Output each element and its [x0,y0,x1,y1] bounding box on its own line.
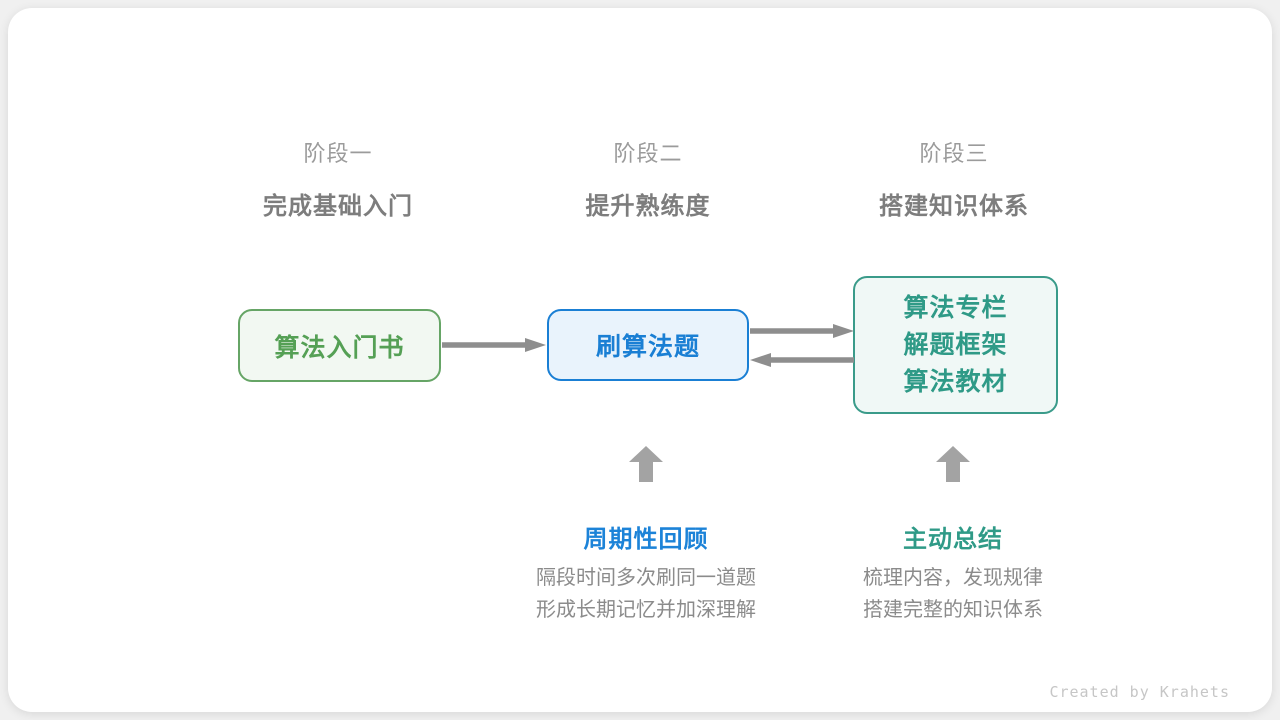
arrow-up-icon [629,446,663,482]
node-knowledge-resources: 算法专栏 解题框架 算法教材 [853,276,1058,414]
arrow-right-icon [750,324,854,338]
node-resources-line-2: 解题框架 [903,330,1008,359]
stage-2-subtitle: 提升熟练度 [585,193,711,220]
stage-3-subtitle: 搭建知识体系 [879,193,1029,220]
arrow-right-icon [442,338,546,352]
annotation-review-desc-line-1: 隔段时间多次刷同一道题 [536,567,756,589]
node-resources-line-1: 算法专栏 [903,293,1008,322]
annotation-summarize-desc-line-1: 梳理内容，发现规律 [863,567,1043,589]
annotation-review-label: 周期性回顾 [583,526,709,553]
stage-1-subtitle: 完成基础入门 [263,193,413,220]
node-resources-line-3: 算法教材 [903,367,1008,396]
stage-3-title: 阶段三 [919,141,989,166]
annotation-review-desc-line-2: 形成长期记忆并加深理解 [536,599,756,621]
stage-2-title: 阶段二 [613,141,683,166]
stage-1-header: 阶段一 完成基础入门 [198,136,478,221]
stage-1-title: 阶段一 [303,141,373,166]
annotation-summarize-label: 主动总结 [903,526,1003,553]
arrow-up-icon [936,446,970,482]
annotation-summarize-desc: 梳理内容，发现规律 搭建完整的知识体系 [773,562,1133,626]
stage-2-header: 阶段二 提升熟练度 [508,136,788,221]
arrow-left-icon [750,353,854,367]
annotation-summarize-desc-line-2: 搭建完整的知识体系 [863,599,1043,621]
annotation-review-desc: 隔段时间多次刷同一道题 形成长期记忆并加深理解 [466,562,826,626]
node-practice-problems: 刷算法题 [547,309,749,381]
stage-3-header: 阶段三 搭建知识体系 [814,136,1094,221]
credit-text: Created by Krahets [1049,683,1230,701]
node-intro-book: 算法入门书 [238,309,441,382]
diagram-card: 阶段一 完成基础入门 阶段二 提升熟练度 阶段三 搭建知识体系 算法入门书 刷算… [8,8,1272,712]
